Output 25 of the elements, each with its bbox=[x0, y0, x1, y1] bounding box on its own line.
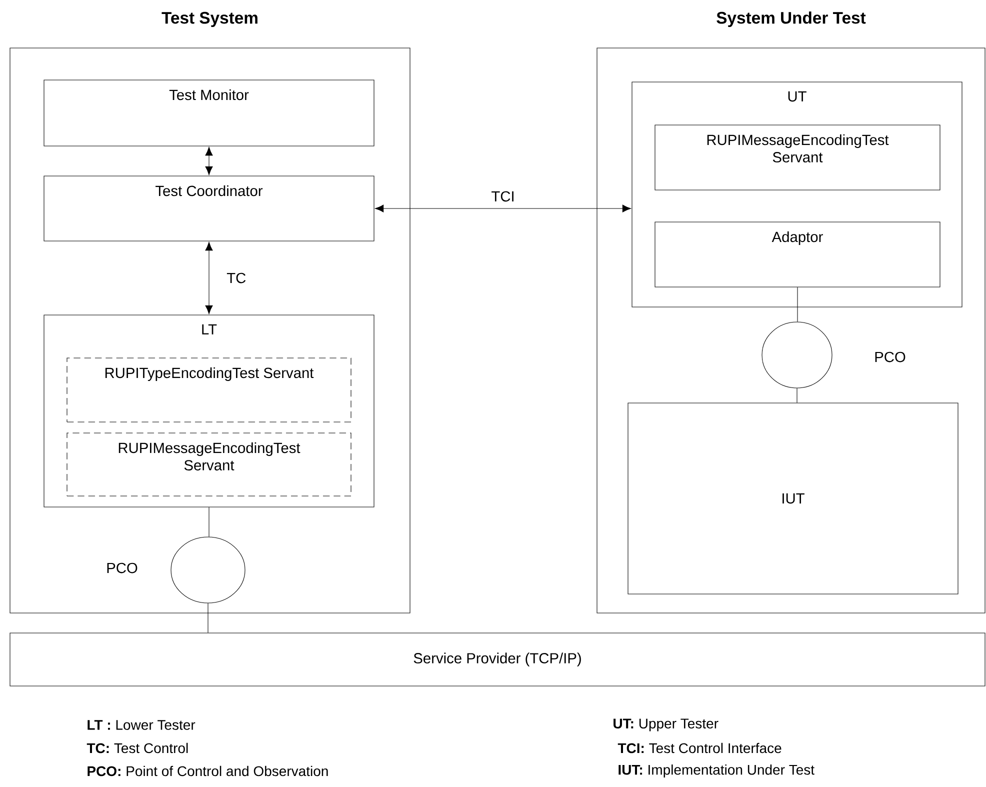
arrow bbox=[205, 242, 213, 314]
legend-note: TC: Test Control bbox=[86, 742, 188, 754]
arrow bbox=[374, 204, 632, 212]
component-box: Adaptor bbox=[654, 222, 940, 288]
pco-circle bbox=[762, 322, 832, 388]
component-box: RUPITypeEncodingTest Servant bbox=[66, 358, 352, 422]
component-box: Service Provider (TCP/IP) bbox=[10, 632, 986, 686]
component-box: Test Coordinator bbox=[44, 176, 374, 242]
legend-note: PCO: Point of Control and Observation bbox=[88, 766, 328, 776]
pco-label: PCO bbox=[875, 352, 906, 362]
node-label: System Under Test bbox=[716, 11, 866, 28]
legend-note: UT: Upper Tester bbox=[614, 718, 718, 732]
component-box: RUPIMessageEncodingTest Servant bbox=[66, 432, 352, 496]
legend-note: IUT: Implementation Under Test bbox=[618, 764, 814, 778]
node-label: Test System bbox=[162, 12, 258, 28]
component-box: IUT bbox=[628, 402, 958, 594]
legend-note: LT : Lower Tester bbox=[88, 720, 196, 730]
arrow bbox=[205, 146, 213, 176]
pco-label: PCO bbox=[107, 562, 138, 574]
legend-note: TCI: Test Control Interface bbox=[618, 742, 782, 754]
component-box: RUPIMessageEncodingTest Servant bbox=[654, 124, 940, 190]
edge-label: TC bbox=[225, 271, 248, 285]
pco-circle bbox=[170, 536, 246, 604]
component-box: Test Monitor bbox=[44, 80, 374, 146]
edge-label: TCI bbox=[490, 190, 516, 203]
